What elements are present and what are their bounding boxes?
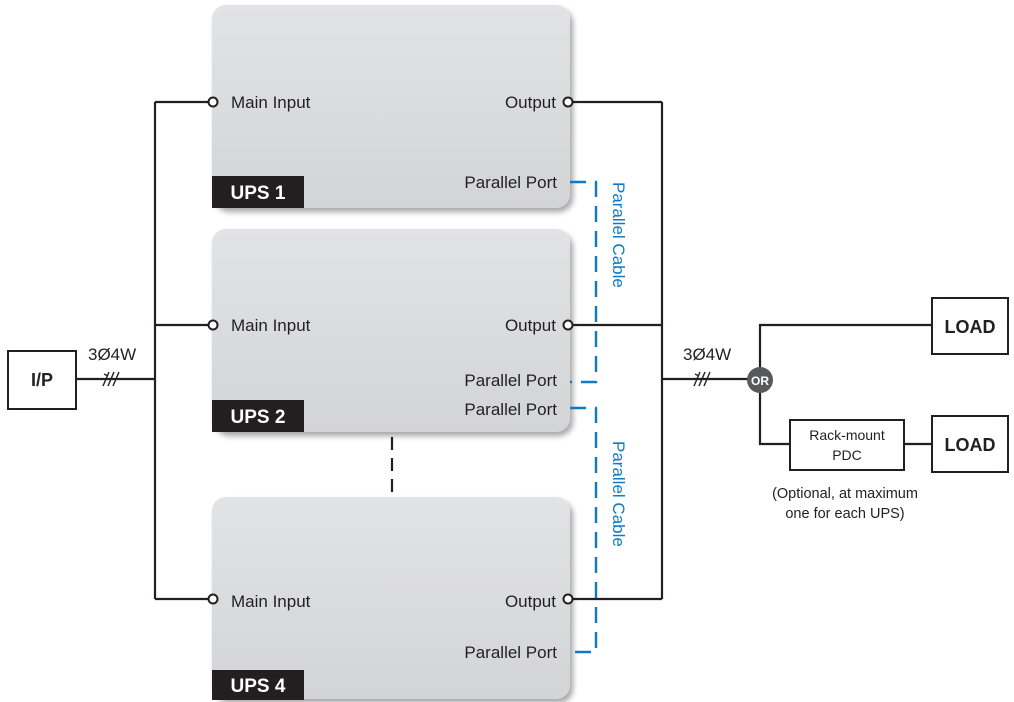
ups-4-box bbox=[212, 497, 570, 699]
input-source-box bbox=[7, 350, 77, 410]
pdc-box bbox=[789, 419, 905, 471]
ups-4-unit: UPS 4 Main Input Output Parallel Port bbox=[212, 497, 570, 700]
ups-2-parallel-port-b-label: Parallel Port bbox=[464, 400, 557, 419]
load-1-box bbox=[931, 297, 1009, 355]
pdc-label-line2: PDC bbox=[832, 447, 862, 463]
parallel-cable-2 bbox=[570, 406, 598, 654]
ups-1-input-terminal bbox=[207, 96, 219, 108]
output-wiring-label: 3Ø4W bbox=[683, 345, 731, 364]
parallel-cable-1 bbox=[570, 180, 598, 384]
load-2-label: LOAD bbox=[945, 435, 996, 455]
input-wiring-label: 3Ø4W bbox=[88, 345, 136, 364]
input-wiring-slash-icon bbox=[102, 371, 120, 387]
ups-2-tag bbox=[212, 400, 304, 432]
input-source-label: I/P bbox=[31, 370, 53, 390]
or-junction-icon bbox=[747, 367, 773, 393]
output-branch-wires bbox=[570, 100, 662, 601]
ups-1-tag bbox=[212, 176, 304, 208]
ups-2-unit: UPS 2 Main Input Output Parallel Port Pa… bbox=[212, 229, 570, 432]
ups-1-parallel-port-label: Parallel Port bbox=[464, 173, 557, 192]
pdc-note-line1: (Optional, at maximum bbox=[772, 486, 918, 502]
parallel-cable-1-label: Parallel Cable bbox=[609, 182, 628, 288]
ups-4-output-label: Output bbox=[505, 592, 556, 611]
ups-2-output-terminal bbox=[562, 319, 574, 331]
ups-2-output-label: Output bbox=[505, 316, 556, 335]
load-1-label: LOAD bbox=[945, 317, 996, 337]
ups-2-parallel-port-a-label: Parallel Port bbox=[464, 371, 557, 390]
ups-2-box bbox=[212, 229, 570, 432]
output-wiring-slash-icon bbox=[693, 371, 711, 387]
ups-4-output-terminal bbox=[562, 593, 574, 605]
input-branch-wires bbox=[155, 100, 212, 601]
ups-1-name: UPS 1 bbox=[231, 183, 286, 204]
or-junction-label: OR bbox=[751, 374, 769, 388]
ups-4-main-input-label: Main Input bbox=[231, 592, 311, 611]
ups-1-box bbox=[212, 5, 570, 208]
load-1-wire bbox=[758, 323, 932, 380]
load-2-box bbox=[931, 415, 1009, 473]
ups-1-output-label: Output bbox=[505, 93, 556, 112]
ups-4-parallel-port-label: Parallel Port bbox=[464, 643, 557, 662]
pdc-label-line1: Rack-mount bbox=[809, 427, 885, 443]
ups-2-main-input-label: Main Input bbox=[231, 316, 311, 335]
ups-1-main-input-label: Main Input bbox=[231, 93, 311, 112]
ups-2-name: UPS 2 bbox=[231, 407, 286, 428]
ups-4-tag bbox=[212, 670, 304, 700]
ups-2-input-terminal bbox=[207, 319, 219, 331]
ups-4-name: UPS 4 bbox=[231, 676, 286, 697]
load-2-wire bbox=[758, 380, 932, 446]
ups-1-output-terminal bbox=[562, 96, 574, 108]
parallel-cable-2-label: Parallel Cable bbox=[609, 441, 628, 547]
ups-1-unit: UPS 1 Main Input Output Parallel Port bbox=[212, 5, 570, 208]
pdc-note-line2: one for each UPS) bbox=[785, 506, 904, 522]
ups-4-input-terminal bbox=[207, 593, 219, 605]
